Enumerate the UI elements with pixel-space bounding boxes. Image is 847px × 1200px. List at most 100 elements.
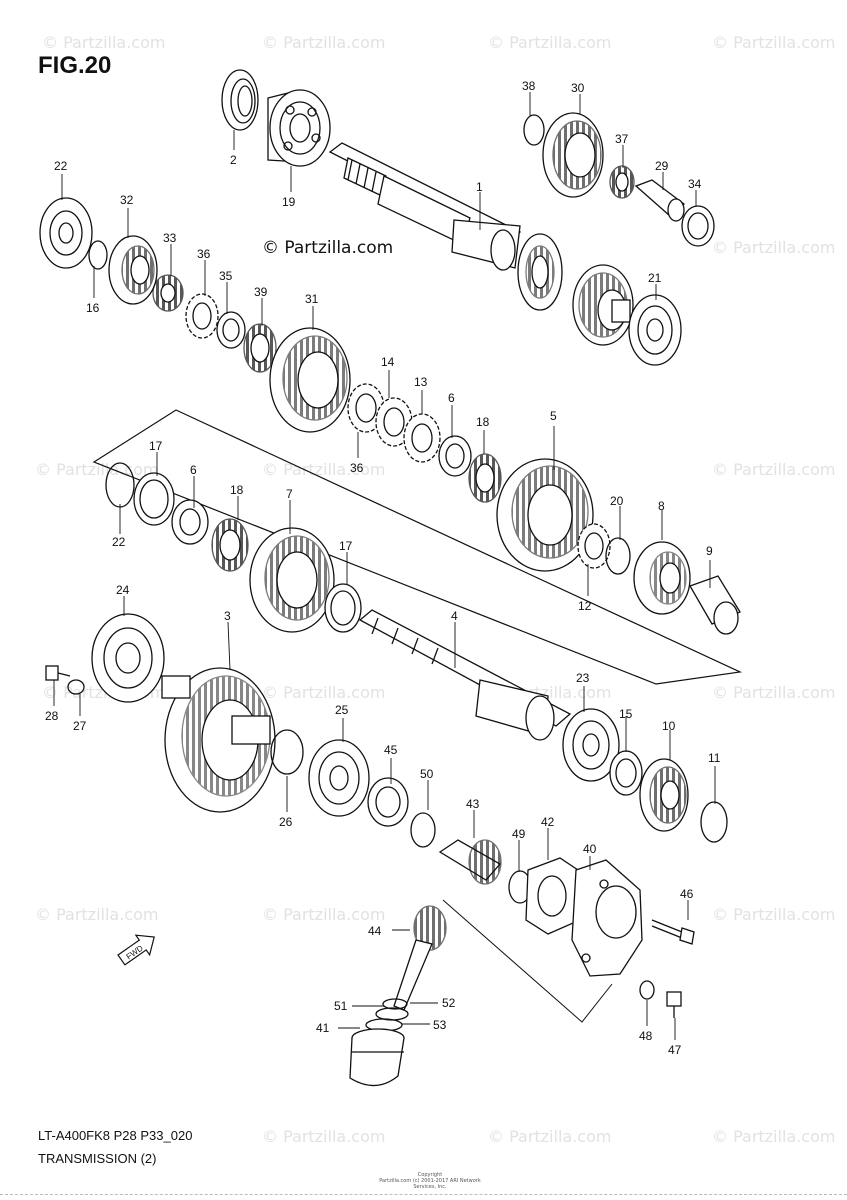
dog-gear [108, 235, 158, 305]
part-label[interactable]: 29 [655, 159, 669, 173]
part-label[interactable]: 7 [286, 487, 293, 501]
watermark: © Partzilla.com [262, 683, 386, 702]
part-label[interactable]: 17 [149, 439, 163, 453]
oil-seal [221, 69, 259, 131]
part-label[interactable]: 22 [54, 159, 68, 173]
watermark: © Partzilla.com [712, 905, 836, 924]
part-label[interactable]: 37 [615, 132, 629, 146]
part-label[interactable]: 52 [442, 996, 456, 1010]
part-label[interactable]: 2 [230, 153, 237, 167]
part-label[interactable]: 6 [190, 463, 197, 477]
watermark: © Partzilla.com [712, 33, 836, 52]
part-label[interactable]: 4 [451, 609, 458, 623]
circlip [105, 462, 135, 508]
circlip [605, 537, 631, 575]
bush [438, 435, 472, 477]
part-label[interactable]: 38 [522, 79, 536, 93]
part-label[interactable]: 9 [706, 544, 713, 558]
washer [67, 679, 85, 695]
watermark: © Partzilla.com [42, 33, 166, 52]
part-label[interactable]: 8 [658, 499, 665, 513]
part-label[interactable]: 20 [610, 494, 624, 508]
part-label[interactable]: 51 [334, 999, 348, 1013]
bearing [91, 613, 165, 703]
bolt [45, 665, 71, 681]
assembly-leader-line [442, 899, 613, 1023]
part-label[interactable]: 44 [368, 924, 382, 938]
brand-label: © Partzilla.com [262, 238, 394, 258]
output-gear [161, 667, 276, 813]
part-label[interactable]: 45 [384, 743, 398, 757]
part-label[interactable]: 50 [420, 767, 434, 781]
part-label[interactable]: 23 [576, 671, 590, 685]
part-label[interactable]: 30 [571, 81, 585, 95]
part-label[interactable]: 39 [254, 285, 268, 299]
watermark: © Partzilla.com [712, 683, 836, 702]
model-code: LT-A400FK8 P28 P33_020 [38, 1128, 193, 1143]
part-label[interactable]: 27 [73, 719, 87, 733]
part-labels: 1 2 3 4 5 6 6 7 8 9 10 11 12 13 14 15 16… [45, 79, 721, 1057]
part-label[interactable]: 28 [45, 709, 59, 723]
part-label[interactable]: 41 [316, 1021, 330, 1035]
watermark: © Partzilla.com [488, 33, 612, 52]
part-label[interactable]: 1 [476, 180, 483, 194]
part-label[interactable]: 26 [279, 815, 293, 829]
part-label[interactable]: 12 [578, 599, 592, 613]
speed-sensor [349, 1028, 405, 1087]
drive-gear [438, 839, 502, 885]
part-label[interactable]: 49 [512, 827, 526, 841]
part-label[interactable]: 19 [282, 195, 296, 209]
part-label[interactable]: 21 [648, 271, 662, 285]
part-label[interactable]: 11 [708, 751, 721, 765]
part-label[interactable]: 35 [219, 269, 233, 283]
part-label[interactable]: 25 [335, 703, 349, 717]
bolt [651, 919, 695, 945]
washer [639, 980, 655, 1000]
part-label[interactable]: 46 [680, 887, 694, 901]
part-label[interactable]: 53 [433, 1018, 447, 1032]
bush [634, 179, 686, 222]
part-label[interactable]: 33 [163, 231, 177, 245]
part-label[interactable]: 32 [120, 193, 134, 207]
part-label[interactable]: 43 [466, 797, 480, 811]
sensor-housing [571, 859, 643, 977]
part-label[interactable]: 47 [668, 1043, 682, 1057]
needle-bearing [243, 323, 277, 373]
part-label[interactable]: 14 [381, 355, 395, 369]
part-label[interactable]: 15 [619, 707, 633, 721]
shaft-gear-1 [517, 233, 563, 311]
lock-washer [185, 293, 219, 339]
part-label[interactable]: 36 [350, 461, 364, 475]
washer [88, 240, 108, 270]
bearing [267, 89, 331, 167]
part-label[interactable]: 36 [197, 247, 211, 261]
copyright-line: Copyright [417, 1172, 443, 1178]
watermark: © Partzilla.com [262, 905, 386, 924]
watermark: © Partzilla.com [35, 905, 159, 924]
gear [639, 758, 689, 832]
watermark: © Partzilla.com [262, 33, 386, 52]
part-label[interactable]: 48 [639, 1029, 653, 1043]
part-label[interactable]: 42 [541, 815, 555, 829]
input-shaft [328, 142, 522, 271]
lock-washer [577, 523, 611, 569]
part-label[interactable]: 22 [112, 535, 126, 549]
part-label[interactable]: 17 [339, 539, 353, 553]
watermark: © Partzilla.com [35, 460, 159, 479]
part-label[interactable]: 31 [305, 292, 319, 306]
shaft-gear-2 [572, 264, 634, 346]
part-label[interactable]: 18 [476, 415, 490, 429]
part-label[interactable]: 13 [414, 375, 428, 389]
part-label[interactable]: 3 [224, 609, 231, 623]
part-label[interactable]: 6 [448, 391, 455, 405]
part-label[interactable]: 24 [116, 583, 130, 597]
page-bottom-divider [0, 1194, 847, 1195]
part-label[interactable]: 16 [86, 301, 100, 315]
part-label[interactable]: 40 [583, 842, 597, 856]
part-label[interactable]: 18 [230, 483, 244, 497]
gear [496, 458, 594, 572]
part-label[interactable]: 34 [688, 177, 702, 191]
part-label[interactable]: 5 [550, 409, 557, 423]
part-label[interactable]: 10 [662, 719, 676, 733]
